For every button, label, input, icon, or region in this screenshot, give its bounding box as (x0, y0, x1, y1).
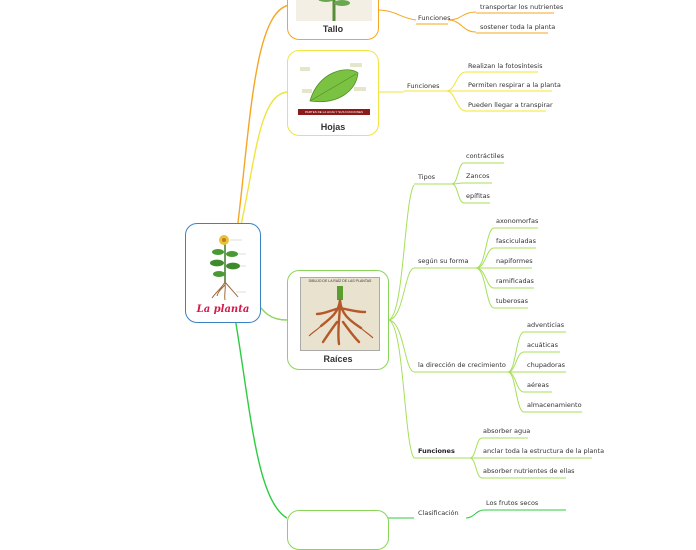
raices-direccion-item-5: almacenamiento (527, 401, 582, 409)
raices-tipos-item-3: epífitas (466, 192, 490, 200)
raices-direccion-item-1: adventicias (527, 321, 565, 329)
hojas-item-1: Realizan la fotosíntesis (468, 62, 543, 70)
central-title: La planta (196, 304, 250, 315)
hojas-image-caption: PARTES DE LA HOJA Y SUS FUNCIONES (305, 110, 363, 114)
raices-title: Raíces (323, 354, 353, 364)
plant-illustration (210, 235, 246, 301)
tallo-item-2: sostener toda la planta (480, 23, 556, 31)
tallo-item-1: transportar los nutrientes (480, 3, 564, 11)
hojas-funciones-label: Funciones (407, 82, 440, 90)
hojas-image: PARTES DE LA HOJA Y SUS FUNCIONES (298, 61, 370, 121)
frutos-node[interactable] (287, 510, 389, 550)
raices-forma-item-5: tuberosas (496, 297, 529, 305)
tallo-title: Tallo (322, 24, 344, 34)
raices-image-caption: DIBUJO DE LA RAÍZ DE LAS PLANTAS (308, 279, 372, 283)
raices-tipos-label: Tipos (418, 173, 436, 181)
branch-to-frutos (231, 299, 288, 519)
tallo-funciones-label: Funciones (418, 14, 451, 22)
raices-image: DIBUJO DE LA RAÍZ DE LAS PLANTAS (300, 277, 380, 351)
raices-direccion-item-4: aéreas (527, 381, 549, 389)
hojas-item-2: Permiten respirar a la planta (468, 81, 561, 89)
hojas-node[interactable]: PARTES DE LA HOJA Y SUS FUNCIONES Hojas (287, 50, 379, 136)
raices-funciones-label: Funciones (418, 447, 455, 455)
branch-to-tallo (231, 4, 291, 269)
central-node[interactable]: La planta (185, 223, 261, 323)
raices-node[interactable]: DIBUJO DE LA RAÍZ DE LAS PLANTAS Raíces (287, 270, 389, 370)
hojas-title: Hojas (320, 122, 346, 132)
frutos-clasificacion-label: Clasificación (418, 509, 459, 517)
raices-funciones-item-2: anclar toda la estructura de la planta (483, 447, 605, 455)
raices-direccion-item-3: chupadoras (527, 361, 566, 369)
raices-tipos-item-1: contráctiles (466, 152, 504, 160)
raices-forma-item-4: ramificadas (496, 277, 534, 285)
hojas-item-3: Pueden llegar a transpirar (468, 101, 553, 109)
raices-forma-label: según su forma (418, 257, 469, 265)
tallo-image (296, 0, 372, 21)
raices-funciones-item-1: absorber agua (483, 427, 531, 435)
raices-direccion-label: la dirección de crecimiento (418, 361, 506, 369)
raices-forma-item-1: axonomorfas (496, 217, 539, 225)
raices-forma-item-3: napiformes (496, 257, 533, 265)
raices-tipos-item-2: Zancos (466, 172, 490, 180)
tallo-node[interactable]: Tallo (287, 0, 379, 40)
mind-map-connectors (231, 4, 592, 519)
raices-funciones-item-3: absorber nutrientes de ellas (483, 467, 575, 475)
raices-forma-item-2: fasciculadas (496, 237, 537, 245)
raices-direccion-item-2: acuáticas (527, 341, 558, 349)
frutos-item-1: Los frutos secos (486, 499, 539, 507)
